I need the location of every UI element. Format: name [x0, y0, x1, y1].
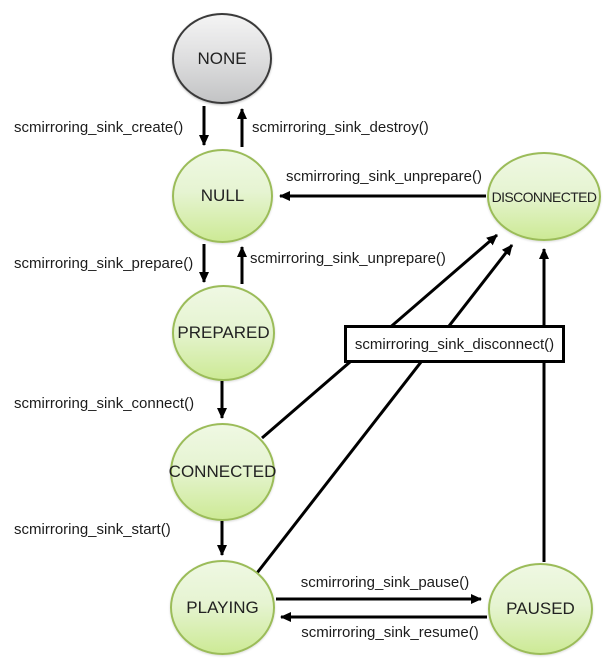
transition-label-start: scmirroring_sink_start() — [14, 521, 171, 538]
arrow-disconnect-from-playing — [255, 244, 514, 574]
transition-label-resume: scmirroring_sink_resume() — [301, 624, 479, 641]
state-paused: PAUSED — [488, 563, 593, 655]
state-connected-label: CONNECTED — [168, 462, 277, 481]
transition-label-pause: scmirroring_sink_pause() — [300, 574, 470, 591]
state-disconnected: DISCONNECTED — [487, 152, 601, 241]
transition-label-box-disconnect: scmirroring_sink_disconnect() — [344, 325, 565, 363]
state-paused-label: PAUSED — [506, 599, 575, 618]
state-none: NONE — [172, 13, 272, 104]
transition-label-destroy: scmirroring_sink_destroy() — [252, 119, 429, 136]
state-disconnected-label: DISCONNECTED — [491, 188, 597, 205]
state-playing-label: PLAYING — [186, 597, 259, 617]
transition-label-connect: scmirroring_sink_connect() — [14, 395, 195, 412]
state-connected: CONNECTED — [168, 423, 277, 521]
state-none-label: NONE — [197, 48, 247, 68]
transition-label-disconnect: scmirroring_sink_disconnect() — [354, 335, 555, 353]
state-null: NULL — [172, 149, 273, 243]
transition-label-unprepare-disconnected: scmirroring_sink_unprepare() — [286, 168, 482, 185]
state-prepared-label: PREPARED — [177, 323, 270, 342]
transition-label-create: scmirroring_sink_create() — [14, 119, 184, 136]
state-playing: PLAYING — [170, 560, 275, 655]
transition-label-unprepare-prepared: scmirroring_sink_unprepare() — [250, 250, 446, 267]
state-prepared: PREPARED — [172, 285, 275, 381]
transition-label-prepare: scmirroring_sink_prepare() — [14, 255, 194, 272]
state-null-label: NULL — [200, 186, 245, 205]
